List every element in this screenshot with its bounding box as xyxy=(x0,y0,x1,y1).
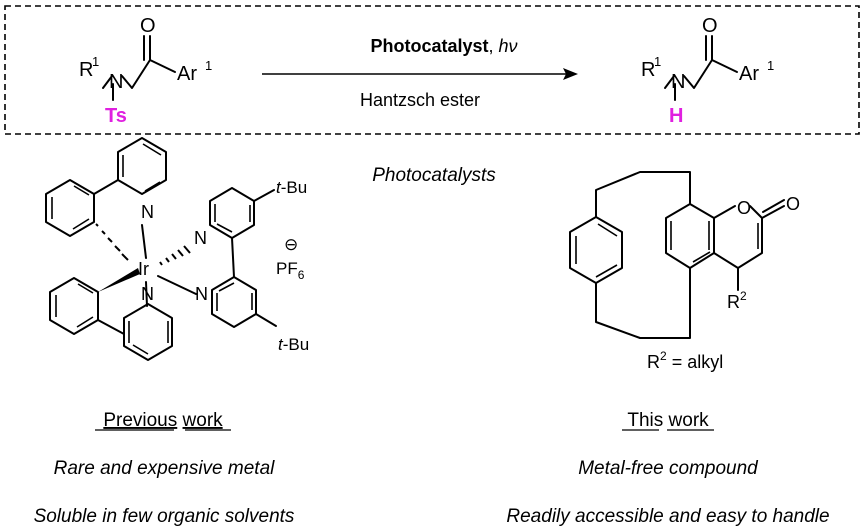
arrow-comma: , xyxy=(489,36,499,56)
iridium-label: Ir xyxy=(138,259,149,279)
cyclophane-structure xyxy=(569,171,785,339)
reactant-aryl: Ar xyxy=(177,63,197,85)
pf6-label: PF6 xyxy=(276,259,305,282)
bipy-n-upper: N xyxy=(194,228,207,248)
reactant-oxygen: O xyxy=(140,15,156,37)
arrow-condition-top: Photocatalyst, hν xyxy=(370,36,517,56)
previous-work-heading: Previous work xyxy=(103,410,223,431)
product-oxygen: O xyxy=(702,15,718,37)
reactant-structure: R 1 N O Ar 1 Ts xyxy=(79,15,212,127)
hv-label: hν xyxy=(499,36,518,56)
coumarin-r-label: R2 xyxy=(727,289,747,312)
reactant-r-superscript: 1 xyxy=(92,54,99,69)
r2-definition: R2 = alkyl xyxy=(647,349,723,372)
product-nitrogen: N xyxy=(671,71,685,93)
bipy-n-lower: N xyxy=(195,284,208,304)
minus-charge: ⊖ xyxy=(284,235,298,254)
previous-work-line2: Soluble in few organic solvents xyxy=(34,506,295,527)
product-r-superscript: 1 xyxy=(654,54,661,69)
tosyl-group: Ts xyxy=(105,105,127,127)
reactant-nitrogen: N xyxy=(109,71,123,93)
product-aryl: Ar xyxy=(739,63,759,85)
tbu-lower: t-Bu xyxy=(278,335,309,354)
ir-n-lower: N xyxy=(141,284,154,304)
previous-work-line1: Rare and expensive metal xyxy=(54,458,276,479)
photocatalyst-label: Photocatalyst xyxy=(370,36,488,56)
tbu-upper: t-Bu xyxy=(276,178,307,197)
coumarin-carbonyl-oxygen: O xyxy=(786,194,800,214)
reactant-r-label: R xyxy=(79,59,93,81)
product-structure: R 1 N O Ar 1 H xyxy=(641,15,774,127)
this-work-heading: This work xyxy=(627,410,709,431)
reaction-arrow xyxy=(262,68,578,80)
product-r-label: R xyxy=(641,59,655,81)
product-hydrogen: H xyxy=(669,105,683,127)
arrow-condition-bottom: Hantzsch ester xyxy=(360,90,480,110)
section-title: Photocatalysts xyxy=(372,165,496,186)
product-aryl-superscript: 1 xyxy=(767,58,774,73)
this-work-line1: Metal-free compound xyxy=(578,458,759,479)
ir-n-upper: N xyxy=(141,202,154,222)
iridium-complex-structure xyxy=(45,137,277,361)
coumarin-ring-oxygen: O xyxy=(737,198,751,218)
this-work-line2: Readily accessible and easy to handle xyxy=(506,506,829,527)
reactant-aryl-superscript: 1 xyxy=(205,58,212,73)
reaction-box xyxy=(4,5,860,135)
